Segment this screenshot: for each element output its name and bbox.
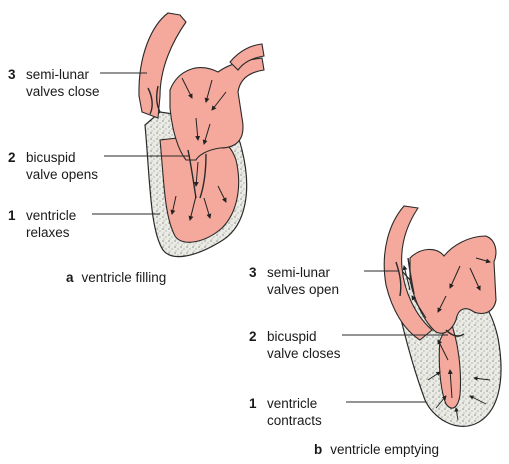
label-a-semilunar: 3 semi-lunar valves close xyxy=(8,66,100,100)
label-line2: contracts xyxy=(267,413,322,428)
label-line1: bicuspid xyxy=(267,329,317,344)
label-line2: valves close xyxy=(26,84,100,99)
label-b-bicuspid: 2 bicuspid valve closes xyxy=(249,328,341,362)
label-line2: valve opens xyxy=(26,167,99,182)
caption-text: ventricle emptying xyxy=(330,442,440,457)
label-line2: relaxes xyxy=(26,225,70,240)
ventricle-chamber-b xyxy=(438,318,462,409)
label-line1: semi-lunar xyxy=(267,265,331,280)
label-a-bicuspid: 2 bicuspid valve opens xyxy=(8,149,98,183)
heart-a xyxy=(92,12,265,258)
label-number: 2 xyxy=(249,329,257,344)
label-line1: ventricle xyxy=(26,208,77,223)
atrium-a xyxy=(169,57,265,161)
label-b-ventricle: 1 ventricle contracts xyxy=(249,395,322,429)
label-number: 2 xyxy=(8,150,16,165)
label-number: 3 xyxy=(249,265,257,280)
label-line1: ventricle xyxy=(267,396,318,411)
label-number: 3 xyxy=(8,67,16,82)
caption-text: ventricle filling xyxy=(81,270,167,285)
caption-letter: b xyxy=(314,442,323,457)
vein-a xyxy=(229,43,265,71)
label-number: 1 xyxy=(249,396,257,411)
caption-letter: a xyxy=(66,270,74,285)
label-a-ventricle: 1 ventricle relaxes xyxy=(8,207,76,241)
caption-a: a ventricle filling xyxy=(66,270,166,285)
label-line1: semi-lunar xyxy=(26,67,90,82)
caption-b: b ventricle emptying xyxy=(314,442,439,457)
label-number: 1 xyxy=(8,208,16,223)
heart-b xyxy=(342,205,502,427)
label-line1: bicuspid xyxy=(26,150,76,165)
label-line2: valves open xyxy=(267,282,340,297)
label-line2: valve closes xyxy=(267,346,341,361)
aorta-a xyxy=(138,12,187,119)
label-b-semilunar: 3 semi-lunar valves open xyxy=(249,264,339,298)
aorta-b xyxy=(383,205,433,341)
